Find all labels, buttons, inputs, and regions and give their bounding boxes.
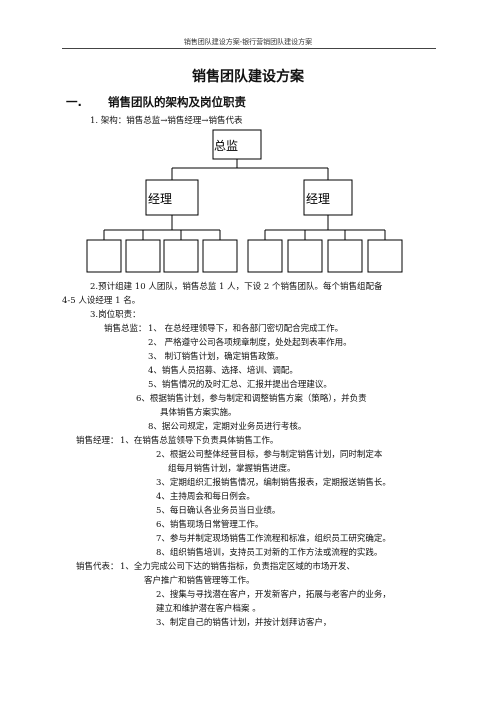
- org-rep-box: [367, 239, 403, 273]
- section-heading: 一. 销售团队的架构及岗位职责: [66, 94, 246, 110]
- section-number: 一.: [66, 95, 82, 109]
- org-director-label: 总监: [214, 139, 238, 153]
- manager-duty: 4、主持周会和每日例会。: [156, 492, 255, 502]
- manager-duty: 8、组织销售培训，支持员工对新的工作方法或流程的实践。: [156, 548, 383, 558]
- director-duty: 1、 在总经理领导下，和各部门密切配合完成工作。: [148, 324, 344, 334]
- rep-duty: 2、搜集与寻找潜在客户，开发新客户，拓展与老客户的业务，: [156, 590, 391, 600]
- rep-duty: 客户推广和销售管理等工作。: [144, 576, 255, 586]
- org-rep-box: [247, 239, 283, 273]
- rep-duty: 建立和维护潜在客户档案 。: [156, 604, 261, 614]
- manager-duty: 组每月销售计划，掌握销售进度。: [168, 464, 296, 474]
- architecture-line: 1. 架构：销售总监→销售经理→销售代表: [90, 116, 243, 126]
- rep-duty: 3、制定自己的销售计划，并按计划拜访客户，: [156, 618, 332, 628]
- director-duty: 8、据公司规定，定期对业务员进行考核。: [148, 422, 307, 432]
- document-title: 销售团队建设方案: [192, 69, 304, 85]
- org-rep-box: [327, 239, 363, 273]
- org-manager-label-left: 经理: [148, 192, 172, 206]
- org-rep-box: [163, 239, 199, 273]
- section-title: 销售团队的架构及岗位职责: [108, 95, 246, 109]
- org-rep-box: [86, 239, 122, 273]
- manager-duty: 5、每日确认各业务员当日业绩。: [156, 506, 281, 516]
- header-rule: [62, 48, 436, 49]
- director-duty: 5、销售情况的及时汇总、汇报并提出合理建议。: [148, 380, 332, 390]
- manager-duty: 6、销售现场日常管理工作。: [156, 520, 264, 530]
- org-rep-box: [202, 239, 238, 273]
- running-header: 销售团队建设方案-银行营销团队建设方案: [183, 38, 313, 46]
- org-manager-label-right: 经理: [306, 192, 330, 206]
- manager-duty: 2、根据公司整体经营目标，参与制定销售计划，同时制定本: [156, 450, 383, 460]
- director-duty: 2、 严格遵守公司各项规章制度，处处起到表率作用。: [148, 338, 352, 348]
- director-duty: 3、 制订销售计划，确定销售政策。: [148, 352, 284, 362]
- director-duty: 6、根据销售计划，参与制定和调整销售方案（策略），并负责: [136, 394, 367, 404]
- paragraph-team-size-line2: 4-5 人设经理 1 名。: [62, 296, 141, 306]
- paragraph-team-size-line1: 2.预计组建 10 人团队，销售总监 1 人，下设 2 个销售团队。每个销售组配…: [90, 282, 383, 292]
- director-duty: 具体销售方案实施。: [160, 408, 237, 418]
- rep-label: 销售代表：: [76, 562, 119, 572]
- rep-duty: 1、全力完成公司下达的销售指标，负责指定区域的市场开发、: [120, 562, 355, 572]
- director-label: 销售总监：: [104, 324, 147, 334]
- paragraph-duties-heading: 3.岗位职责：: [90, 310, 141, 320]
- org-rep-box: [287, 239, 323, 273]
- manager-label: 销售经理：: [76, 436, 119, 446]
- manager-duty: 3、定期组织汇报销售情况，编制销售报表，定期报送销售长。: [156, 478, 391, 488]
- director-duty: 4、销售人员招募、选择、培训、调配。: [148, 366, 298, 376]
- manager-duty: 1、在销售总监领导下负责具体销售工作。: [120, 436, 279, 446]
- manager-duty: 7、参与并制定现场销售工作流程和标准，组织员工研究确定。: [156, 534, 391, 544]
- org-rep-box: [125, 239, 161, 273]
